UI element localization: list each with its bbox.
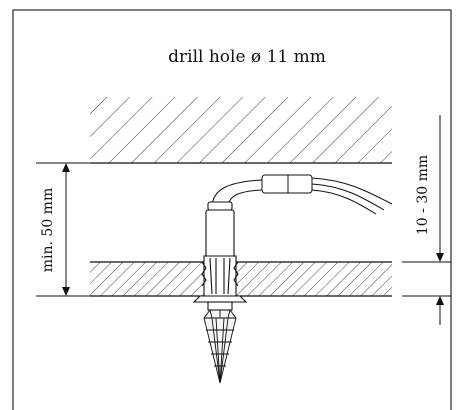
dimension-left-label: min. 50 mm: [40, 188, 56, 273]
dimension-right-label: 10 - 30 mm: [415, 155, 431, 235]
crystal-pendant: [203, 309, 237, 384]
suspended-ceiling-panel: [90, 261, 392, 297]
diagram-frame: [12, 9, 452, 410]
drill-hole-title: drill hole ø 11 mm: [168, 47, 326, 67]
dimension-10-30mm: 10 - 30 mm: [402, 115, 451, 325]
dimension-min-50mm: min. 50 mm: [36, 162, 90, 297]
lamp-socket: [192, 201, 248, 311]
power-cable: [211, 174, 393, 215]
ceiling-slab: [90, 97, 392, 164]
